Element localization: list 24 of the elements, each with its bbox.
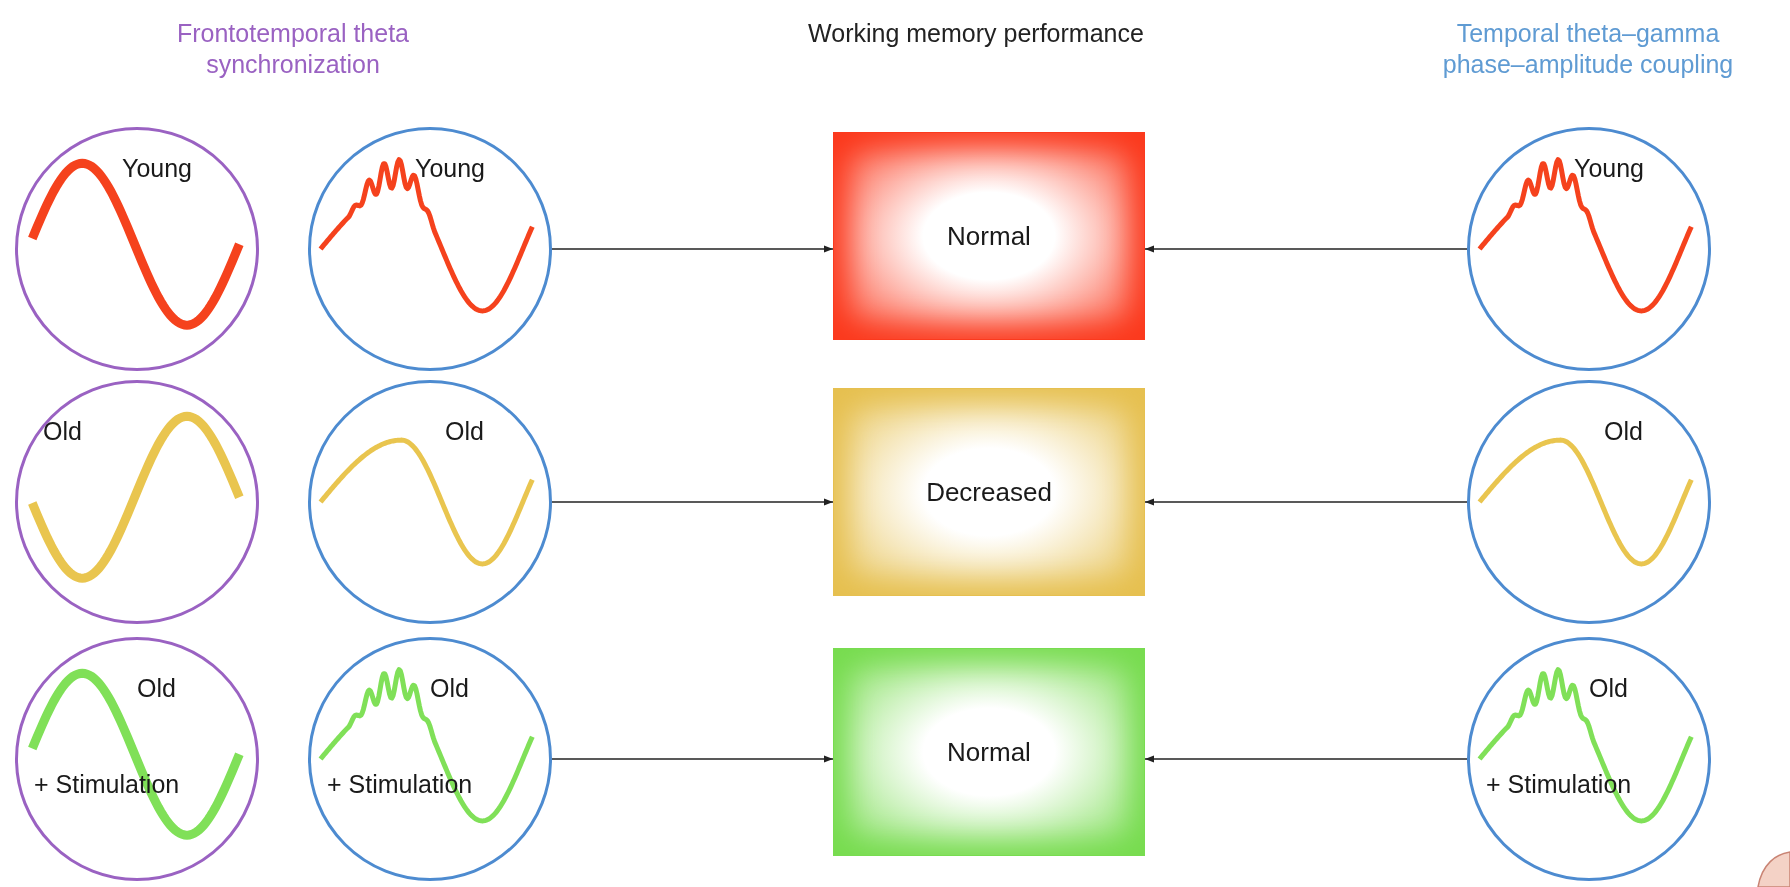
- age-label: Young: [122, 154, 192, 183]
- column-heading: Temporal theta–gamma phase–amplitude coupling: [1441, 18, 1735, 81]
- arrow: [1144, 245, 1468, 253]
- performance-label: Normal: [947, 736, 1031, 768]
- age-label: Old: [1589, 674, 1628, 703]
- arrow: [551, 755, 834, 763]
- arrow: [1144, 755, 1468, 763]
- age-label: Old: [43, 417, 82, 446]
- column-heading: Working memory performance: [807, 18, 1145, 49]
- performance-label: Normal: [947, 220, 1031, 252]
- performance-box: [833, 388, 1145, 596]
- performance-label: Decreased: [926, 476, 1052, 508]
- performance-box: [833, 132, 1145, 340]
- age-label: Old: [445, 417, 484, 446]
- arrow: [551, 498, 834, 506]
- arrow: [1144, 498, 1468, 506]
- age-label: Old: [1604, 417, 1643, 446]
- age-label: Old: [137, 674, 176, 703]
- age-label: Young: [415, 154, 485, 183]
- age-label: Young: [1574, 154, 1644, 183]
- performance-box: [833, 648, 1145, 856]
- arrow: [551, 245, 834, 253]
- age-label: Old: [430, 674, 469, 703]
- column-heading: Frontotemporal theta synchronization: [175, 18, 411, 81]
